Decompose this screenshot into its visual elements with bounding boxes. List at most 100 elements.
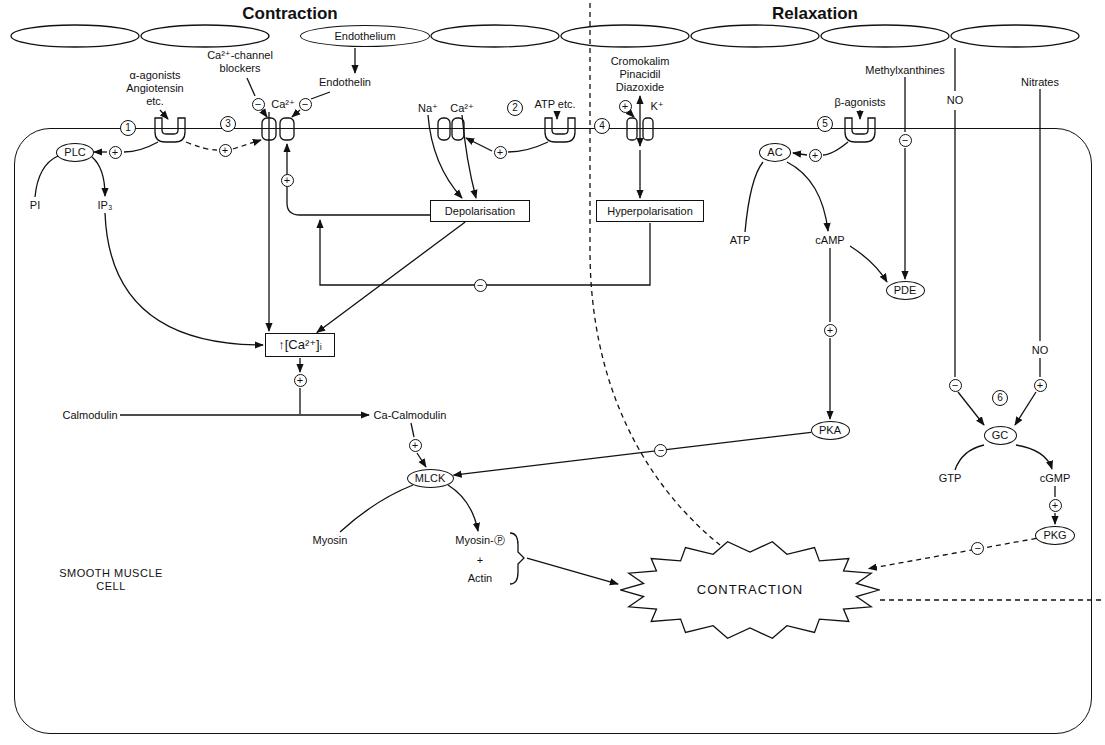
sign-symbol: + bbox=[1034, 379, 1047, 392]
sign-symbol: − bbox=[949, 379, 962, 392]
callout-number: 4 bbox=[594, 118, 610, 134]
pathway-arrow bbox=[1054, 513, 1055, 524]
endothelial-cell bbox=[561, 25, 689, 47]
sign-symbol: + bbox=[824, 324, 837, 337]
pathway-label: ATP bbox=[730, 234, 751, 247]
connector-arrow bbox=[869, 538, 1037, 568]
receptor-symbol bbox=[155, 118, 185, 142]
section-heading: Contraction bbox=[242, 4, 337, 24]
callout-number: 1 bbox=[120, 120, 136, 136]
pathway-label: Nitrates bbox=[1021, 76, 1059, 89]
endothelium-cell: Endothelium bbox=[300, 25, 430, 47]
endothelial-cell bbox=[821, 25, 949, 47]
connector-arrow bbox=[454, 432, 812, 475]
pathway-label: K⁺ bbox=[650, 100, 663, 113]
callout-number: 3 bbox=[220, 116, 236, 132]
pathway-arrow bbox=[105, 213, 263, 345]
node-label: Endothelium bbox=[334, 30, 395, 43]
cell-label: SMOOTH MUSCLE CELL bbox=[56, 567, 166, 592]
pathway-arrow bbox=[299, 358, 300, 372]
pathway-arrow bbox=[1016, 445, 1052, 469]
state-box: Hyperpolarisation bbox=[596, 200, 704, 222]
divider-line bbox=[590, 3, 720, 545]
node-label: AC bbox=[767, 146, 782, 159]
pathway-line bbox=[411, 423, 414, 437]
pathway-label: Ca²⁺-channel blockers bbox=[203, 49, 277, 75]
pathway-line bbox=[124, 142, 158, 152]
sign-symbol: − bbox=[474, 279, 487, 292]
receptor-symbol bbox=[845, 118, 875, 142]
node-label: PLC bbox=[64, 146, 85, 159]
pathway-label: Ca-Calmodulin bbox=[374, 409, 447, 422]
pathway-label: cAMP bbox=[815, 234, 844, 247]
pathway-arrow bbox=[262, 110, 267, 117]
pathway-arrow bbox=[120, 414, 369, 415]
channel-symbol bbox=[643, 118, 653, 140]
sign-symbol: + bbox=[109, 146, 122, 159]
pathway-line bbox=[1039, 89, 1040, 341]
endothelial-cell bbox=[431, 25, 559, 47]
pathway-arrow bbox=[94, 151, 107, 152]
pathway-line bbox=[299, 388, 300, 414]
bracket bbox=[510, 533, 524, 584]
pathway-line bbox=[247, 78, 255, 96]
pathway-line bbox=[829, 248, 830, 322]
pathway-line bbox=[35, 156, 58, 197]
pathway-label: Myosin-Ⓟ bbox=[455, 534, 505, 547]
calcium-box: ↑[Ca²⁺]ᵢ bbox=[265, 333, 335, 357]
pathway-line bbox=[745, 162, 763, 232]
pathway-arrow bbox=[958, 392, 984, 425]
endothelial-cell bbox=[691, 25, 819, 47]
pathway-arrow bbox=[850, 246, 887, 282]
sign-symbol: + bbox=[809, 149, 822, 162]
pathway-line bbox=[954, 110, 955, 377]
pathway-arrow bbox=[829, 338, 830, 419]
pathway-line bbox=[955, 445, 984, 470]
pathway-label: cGMP bbox=[1040, 472, 1071, 485]
pathway-label: Endothelin bbox=[319, 76, 371, 89]
pathway-label: ATP etc. bbox=[534, 98, 575, 111]
pathway-label: Ca²⁺ bbox=[271, 98, 295, 111]
pathway-arrow bbox=[92, 157, 105, 196]
pathway-arrow bbox=[629, 112, 634, 117]
pathway-label: Actin bbox=[468, 572, 492, 585]
pathway-label: α-agonists Angiotensin etc. bbox=[119, 69, 191, 108]
pathway-arrow bbox=[793, 153, 807, 155]
pathway-line bbox=[186, 142, 217, 150]
node-label: PKA bbox=[819, 424, 841, 437]
pathway-arrow bbox=[268, 112, 269, 331]
state-box: Depolarisation bbox=[430, 200, 530, 222]
pathway-arrow bbox=[904, 148, 905, 279]
endothelial-cell bbox=[141, 25, 269, 47]
pathway-line bbox=[823, 142, 848, 155]
enzyme-oval: PLC bbox=[56, 143, 94, 162]
connector-arrow bbox=[317, 222, 465, 332]
pathway-label: + bbox=[477, 554, 483, 567]
pathway-arrow bbox=[639, 150, 640, 198]
pathway-line bbox=[1039, 358, 1040, 377]
endothelial-cell bbox=[951, 25, 1079, 47]
pathway-arrow bbox=[417, 453, 426, 467]
node-label: PDE bbox=[894, 284, 917, 297]
pathway-label: Myosin bbox=[313, 534, 348, 547]
pathway-arrow bbox=[448, 485, 478, 531]
pathway-arrow bbox=[466, 138, 492, 151]
contraction-burst: CONTRACTION bbox=[620, 540, 880, 640]
sign-symbol: + bbox=[219, 144, 232, 157]
pathway-arrow bbox=[787, 162, 828, 231]
sign-symbol: + bbox=[281, 174, 294, 187]
channel-symbol bbox=[438, 118, 450, 140]
pathway-arrow bbox=[354, 48, 355, 73]
sign-symbol: + bbox=[619, 100, 632, 113]
node-label: ↑[Ca²⁺]ᵢ bbox=[278, 338, 322, 353]
pathway-label: β-agonists bbox=[835, 96, 886, 109]
pathway-label: PI bbox=[30, 199, 40, 212]
callout-number: 6 bbox=[992, 390, 1008, 406]
section-heading: Relaxation bbox=[772, 4, 858, 24]
sign-symbol: + bbox=[294, 374, 307, 387]
divider-line bbox=[880, 599, 1104, 600]
smooth-muscle-cell: SMOOTH MUSCLE CELL PLC Depolarisation Hyper… bbox=[14, 128, 1092, 734]
pathway-label: GTP bbox=[939, 472, 962, 485]
